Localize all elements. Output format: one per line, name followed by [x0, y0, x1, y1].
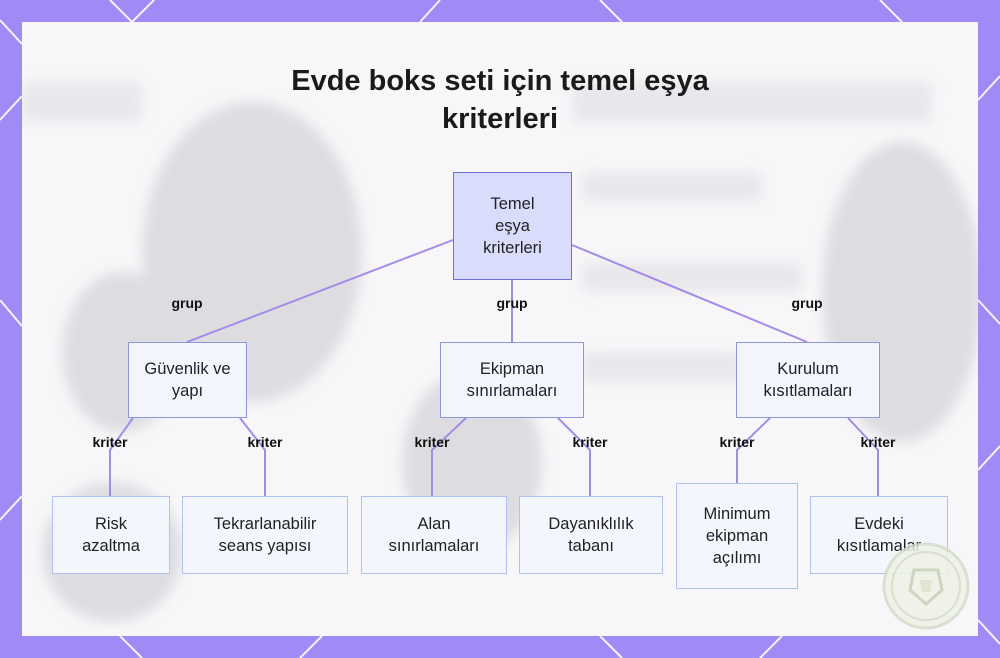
- group-node-label: Güvenlik ve yapı: [143, 358, 233, 402]
- leaf-node-label: Risk azaltma: [71, 513, 151, 557]
- edge-label-group: grup: [496, 295, 527, 311]
- edge-group-3-leaf-1: [737, 418, 770, 483]
- edge-group-2-leaf-1: [432, 418, 466, 496]
- edge-label-criterion: kriter: [860, 434, 895, 450]
- group-node-setup-constraints: Kurulum kısıtlamaları: [736, 342, 880, 418]
- edge-label-group: grup: [791, 295, 822, 311]
- edge-label-group: grup: [171, 295, 202, 311]
- leaf-node-space-limits: Alan sınırlamaları: [361, 496, 507, 574]
- leaf-node-minimum-equipment: Minimum ekipman açılımı: [676, 483, 798, 589]
- group-node-safety-structure: Güvenlik ve yapı: [128, 342, 247, 418]
- edge-group-1-leaf-1: [110, 418, 133, 496]
- edge-label-criterion: kriter: [92, 434, 127, 450]
- edge-root-group-3: [572, 245, 807, 342]
- edge-root-group-1: [187, 240, 453, 342]
- edge-label-criterion: kriter: [719, 434, 754, 450]
- group-node-label: Kurulum kısıtlamaları: [748, 358, 868, 402]
- leaf-node-label: Alan sınırlamaları: [374, 513, 494, 557]
- root-node: Temel eşya kriterleri: [453, 172, 572, 280]
- leaf-node-repeatable-session: Tekrarlanabilir seans yapısı: [182, 496, 348, 574]
- edge-group-2-leaf-2: [558, 418, 590, 496]
- edge-label-criterion: kriter: [572, 434, 607, 450]
- edge-label-criterion: kriter: [414, 434, 449, 450]
- root-node-label: Temel eşya kriterleri: [473, 193, 553, 259]
- edge-label-criterion: kriter: [247, 434, 282, 450]
- leaf-node-label: Tekrarlanabilir seans yapısı: [195, 513, 335, 557]
- leaf-node-label: Minimum ekipman açılımı: [695, 503, 779, 569]
- edge-group-3-leaf-2: [848, 418, 878, 496]
- group-node-equipment-limits: Ekipman sınırlamaları: [440, 342, 584, 418]
- watermark-badge-icon: [880, 540, 972, 632]
- leaf-node-risk-reduction: Risk azaltma: [52, 496, 170, 574]
- edge-group-1-leaf-2: [240, 418, 265, 496]
- leaf-node-durability-base: Dayanıklılık tabanı: [519, 496, 663, 574]
- leaf-node-label: Dayanıklılık tabanı: [536, 513, 646, 557]
- group-node-label: Ekipman sınırlamaları: [452, 358, 572, 402]
